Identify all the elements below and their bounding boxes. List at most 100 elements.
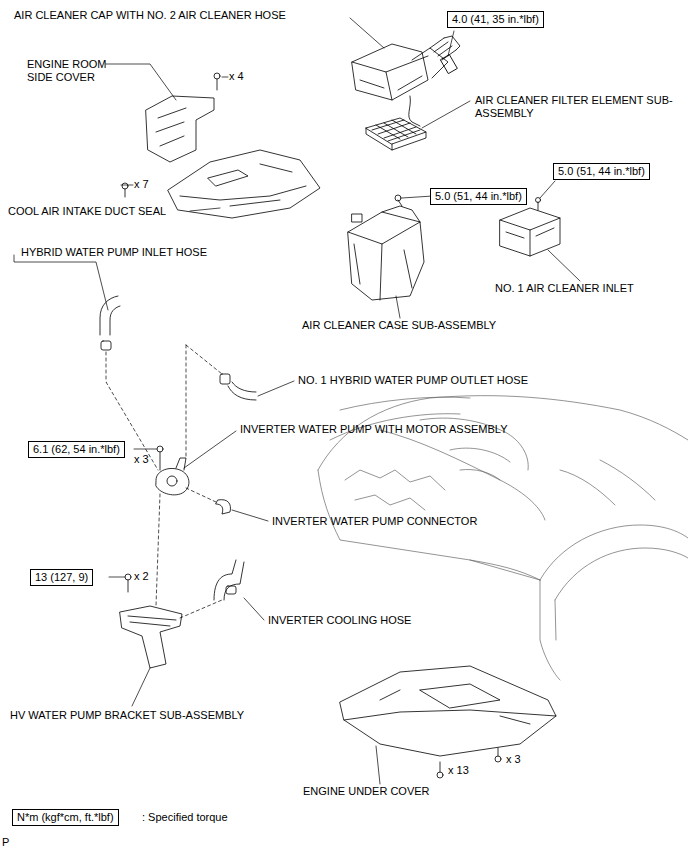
inlet-hose	[101, 341, 111, 350]
leader-line	[258, 381, 294, 396]
air-cleaner-case	[352, 214, 362, 222]
torque-value: N*m (kgf*cm, ft.*lbf)	[17, 811, 114, 823]
pump-connector	[216, 500, 231, 514]
air-filter-element	[376, 120, 416, 139]
part-name: AIR CLEANER CASE SUB-ASSEMBLY	[302, 319, 496, 332]
torque-value: 13 (127, 9)	[35, 571, 88, 583]
engine-under-cover	[440, 762, 441, 772]
inlet-hose	[100, 296, 118, 335]
part-name: AIR CLEANER CAP WITH NO. 2 AIR CLEANER H…	[14, 9, 286, 22]
leader-line	[540, 181, 555, 198]
cool-air-intake-duct-seal	[208, 170, 248, 186]
torque-value: 5.0 (51, 44 in.*lbf)	[435, 190, 522, 202]
part-name: INVERTER WATER PUMP CONNECTOR	[272, 515, 477, 528]
air-cleaner-cap	[352, 44, 428, 100]
inverter-cooling-hose	[214, 560, 244, 600]
leader-line	[232, 510, 268, 521]
air-filter-element	[366, 118, 426, 150]
quantity: x 7	[134, 178, 149, 191]
engine-under-cover	[495, 756, 501, 762]
outlet-hose	[220, 374, 230, 384]
engine-under-cover	[380, 690, 530, 724]
part-name: AIR CLEANER FILTER ELEMENT SUB-ASSEMBLY	[475, 94, 675, 120]
vehicle-outline	[345, 470, 445, 490]
leader-line	[132, 668, 150, 706]
leader-line	[14, 18, 580, 784]
part-name: INVERTER COOLING HOSE	[268, 614, 411, 627]
leader-line	[184, 431, 236, 468]
leader-line	[190, 208, 220, 211]
air-cleaner-cap	[430, 38, 456, 60]
engine-under-cover	[340, 666, 556, 756]
air-cleaner-case	[354, 244, 412, 288]
vehicle-outline	[470, 560, 540, 580]
engine-under-cover	[420, 684, 500, 708]
leader-line	[222, 77, 228, 78]
assembly-line	[106, 345, 222, 618]
cool-air-intake-duct-seal	[122, 183, 128, 189]
torque-box: 13 (127, 9)	[30, 569, 93, 586]
air-cleaner-inlet	[500, 208, 560, 256]
air-cleaner-inlet	[500, 218, 560, 256]
part-name: INVERTER WATER PUMP WITH MOTOR ASSEMBLY	[240, 423, 508, 436]
inverter-cooling-hose	[226, 586, 236, 594]
engine-room-side-cover	[156, 108, 186, 146]
engine-under-cover	[498, 748, 499, 756]
leader-line	[121, 185, 133, 186]
part-name: ENGINE UNDER COVER	[303, 785, 430, 798]
air-cleaner-case	[348, 195, 424, 300]
inlet-hose	[110, 306, 120, 335]
engine-room-side-cover	[217, 79, 218, 90]
torque-box: 5.0 (51, 44 in.*lbf)	[430, 188, 527, 205]
leader-line	[376, 746, 380, 784]
air-cleaner-case	[348, 212, 424, 300]
pump-bracket	[120, 606, 182, 668]
air-cleaner-cap	[441, 55, 458, 74]
air-cleaner-cap	[409, 96, 420, 126]
inverter-water-pump	[167, 476, 177, 486]
pump-bracket	[128, 580, 129, 592]
leader-line	[548, 250, 580, 281]
part-name: ENGINE ROOM SIDE COVER	[27, 58, 107, 84]
air-cleaner-cap	[352, 56, 428, 100]
torque-value: 6.1 (62, 54 in.*lbf)	[33, 443, 120, 455]
torque-box: 5.0 (51, 44 in.*lbf)	[553, 163, 650, 180]
leader-line	[134, 449, 157, 450]
cool-air-intake-duct-seal	[230, 164, 292, 206]
inverter-water-pump	[160, 452, 161, 470]
torque-value: 5.0 (51, 44 in.*lbf)	[558, 165, 645, 177]
air-cleaner-case	[382, 206, 420, 222]
quantity: x 3	[506, 753, 521, 766]
air-cleaner-inlet	[538, 202, 539, 210]
part-name: NO. 1 HYBRID WATER PUMP OUTLET HOSE	[298, 374, 528, 387]
pump-bracket	[120, 574, 182, 668]
outlet-hose	[228, 382, 256, 400]
quantity: x 3	[134, 453, 149, 466]
cool-air-intake-duct-seal	[168, 150, 320, 218]
torque-box: 4.0 (41, 35 in.*lbf)	[447, 11, 544, 28]
leader-line	[350, 18, 384, 48]
air-cleaner-case	[348, 222, 420, 300]
vehicle-outline	[540, 580, 560, 680]
engine-room-side-cover	[146, 73, 220, 162]
leader-line	[244, 598, 264, 620]
air-filter-element	[366, 118, 426, 144]
engine-under-cover	[437, 772, 443, 778]
engine-room-side-cover	[214, 73, 220, 79]
inverter-cooling-hose	[214, 560, 244, 600]
vehicle-outline	[355, 495, 425, 510]
assembly-line	[186, 488, 216, 502]
inverter-water-pump	[156, 446, 189, 495]
vehicle-outline	[450, 448, 510, 480]
inverter-water-pump	[176, 458, 186, 470]
engine-under-cover	[344, 710, 556, 720]
assembly-line	[186, 345, 222, 374]
cool-air-intake-duct-seal	[125, 189, 126, 197]
inverter-water-pump	[157, 446, 163, 452]
quantity: x 13	[448, 764, 469, 777]
torque-value: 4.0 (41, 35 in.*lbf)	[452, 13, 539, 25]
engine-under-cover	[340, 666, 556, 778]
torque-box: 6.1 (62, 54 in.*lbf)	[28, 441, 125, 458]
air-filter-element	[372, 120, 420, 141]
